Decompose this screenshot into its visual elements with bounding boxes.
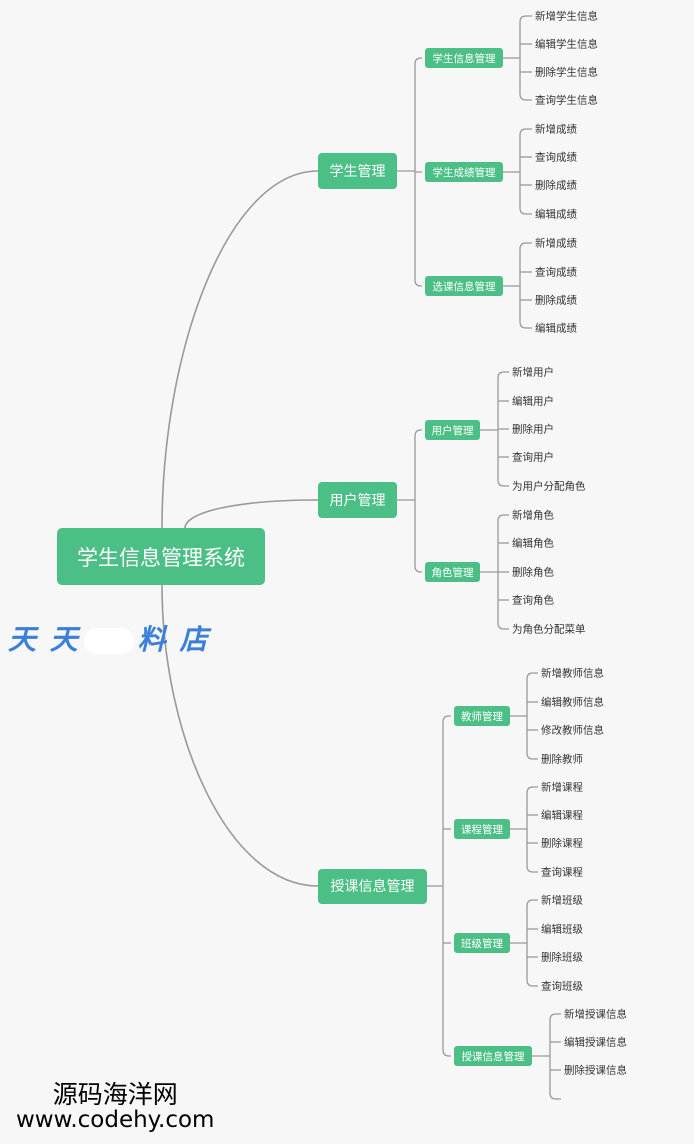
- leaf-item[interactable]: 查询班级: [541, 980, 583, 993]
- leaf-connector: [526, 672, 538, 716]
- subtopic-node[interactable]: 选课信息管理: [425, 276, 503, 296]
- leaf-item[interactable]: 查询成绩: [535, 151, 577, 164]
- branch-node[interactable]: 授课信息管理: [318, 868, 427, 904]
- leaf-connector: [497, 572, 509, 630]
- leaf-item[interactable]: 删除学生信息: [535, 66, 598, 79]
- leaf-connector: [519, 58, 532, 101]
- branch-curve: [184, 499, 319, 529]
- leaf-connector: [519, 15, 532, 58]
- leaf-item[interactable]: 查询角色: [512, 594, 554, 607]
- leaf-item[interactable]: 查询学生信息: [535, 94, 598, 107]
- branch-connector: [414, 429, 422, 500]
- leaf-connector: [526, 716, 538, 760]
- leaf-connector: [497, 514, 509, 572]
- subtopic-node[interactable]: 角色管理: [425, 562, 480, 582]
- branch-connector: [414, 500, 422, 573]
- leaf-item[interactable]: 新增教师信息: [541, 667, 604, 680]
- subtopic-node[interactable]: 授课信息管理: [454, 1046, 532, 1066]
- leaf-item[interactable]: 删除用户: [512, 423, 554, 436]
- branch-connector: [414, 171, 422, 287]
- branch-connector: [442, 886, 451, 1057]
- leaf-item[interactable]: 删除教师: [541, 753, 583, 766]
- leaf-item[interactable]: 查询课程: [541, 866, 583, 879]
- branch-node[interactable]: 用户管理: [318, 482, 397, 518]
- leaf-item[interactable]: 新增班级: [541, 894, 583, 907]
- watermark-site: 源码海洋网 www.codehy.com: [16, 1080, 215, 1134]
- subtopic-node[interactable]: 学生成绩管理: [425, 162, 503, 182]
- watermark-site-url: www.codehy.com: [16, 1107, 215, 1134]
- leaf-item[interactable]: 编辑教师信息: [541, 696, 604, 709]
- leaf-item[interactable]: 编辑成绩: [535, 322, 577, 335]
- leaf-item[interactable]: 删除成绩: [535, 294, 577, 307]
- leaf-connector: [519, 128, 532, 172]
- leaf-connector: [519, 286, 532, 329]
- leaf-item[interactable]: 删除角色: [512, 566, 554, 579]
- subtopic-node[interactable]: 教师管理: [454, 706, 510, 726]
- leaf-item[interactable]: 查询成绩: [535, 266, 577, 279]
- leaf-item[interactable]: 为用户分配角色: [512, 480, 586, 493]
- leaf-connector: [526, 899, 538, 943]
- leaf-connector: [497, 430, 509, 487]
- subtopic-node[interactable]: 学生信息管理: [425, 48, 503, 68]
- leaf-connector: [549, 1013, 561, 1056]
- leaf-item[interactable]: 新增课程: [541, 781, 583, 794]
- branch-connector: [414, 57, 422, 171]
- leaf-item[interactable]: 删除班级: [541, 951, 583, 964]
- watermark-shop: 天 天料 店: [8, 618, 210, 658]
- leaf-item[interactable]: 为角色分配菜单: [512, 623, 586, 636]
- branch-curve: [161, 170, 319, 529]
- leaf-item[interactable]: 编辑用户: [512, 395, 554, 408]
- branch-curve: [161, 584, 319, 887]
- leaf-item[interactable]: 编辑班级: [541, 923, 583, 936]
- subtopic-node[interactable]: 用户管理: [425, 420, 480, 440]
- leaf-item[interactable]: 编辑成绩: [535, 208, 577, 221]
- branch-node[interactable]: 学生管理: [318, 153, 397, 189]
- leaf-item[interactable]: 新增成绩: [535, 237, 577, 250]
- watermark-text-right: 料 店: [137, 623, 210, 656]
- leaf-item[interactable]: 编辑课程: [541, 809, 583, 822]
- watermark-site-name: 源码海洋网: [52, 1080, 178, 1109]
- root-node[interactable]: 学生信息管理系统: [57, 528, 265, 585]
- subtopic-node[interactable]: 课程管理: [454, 819, 510, 839]
- leaf-connector: [497, 371, 509, 430]
- leaf-item[interactable]: 删除课程: [541, 837, 583, 850]
- leaf-connector: [549, 1056, 561, 1100]
- leaf-item[interactable]: 删除授课信息: [564, 1064, 627, 1077]
- leaf-item[interactable]: 编辑角色: [512, 537, 554, 550]
- leaf-item[interactable]: 新增角色: [512, 509, 554, 522]
- leaf-item[interactable]: 新增成绩: [535, 123, 577, 136]
- subtopic-node[interactable]: 班级管理: [454, 933, 510, 953]
- leaf-connector: [519, 172, 532, 215]
- leaf-item[interactable]: 新增学生信息: [535, 10, 598, 23]
- leaf-item[interactable]: 查询用户: [512, 451, 554, 464]
- leaf-item[interactable]: 编辑授课信息: [564, 1036, 627, 1049]
- watermark-blot: [83, 628, 134, 654]
- leaf-connector: [526, 786, 538, 829]
- leaf-connector: [519, 242, 532, 286]
- leaf-connector: [526, 943, 538, 987]
- leaf-item[interactable]: 新增用户: [512, 366, 554, 379]
- leaf-connector: [526, 829, 538, 873]
- leaf-item[interactable]: 新增授课信息: [564, 1008, 627, 1021]
- leaf-item[interactable]: 修改教师信息: [541, 724, 604, 737]
- branch-connector: [442, 715, 451, 886]
- watermark-text-left: 天 天: [8, 623, 80, 656]
- leaf-item[interactable]: 编辑学生信息: [535, 38, 598, 51]
- leaf-item[interactable]: 删除成绩: [535, 179, 577, 192]
